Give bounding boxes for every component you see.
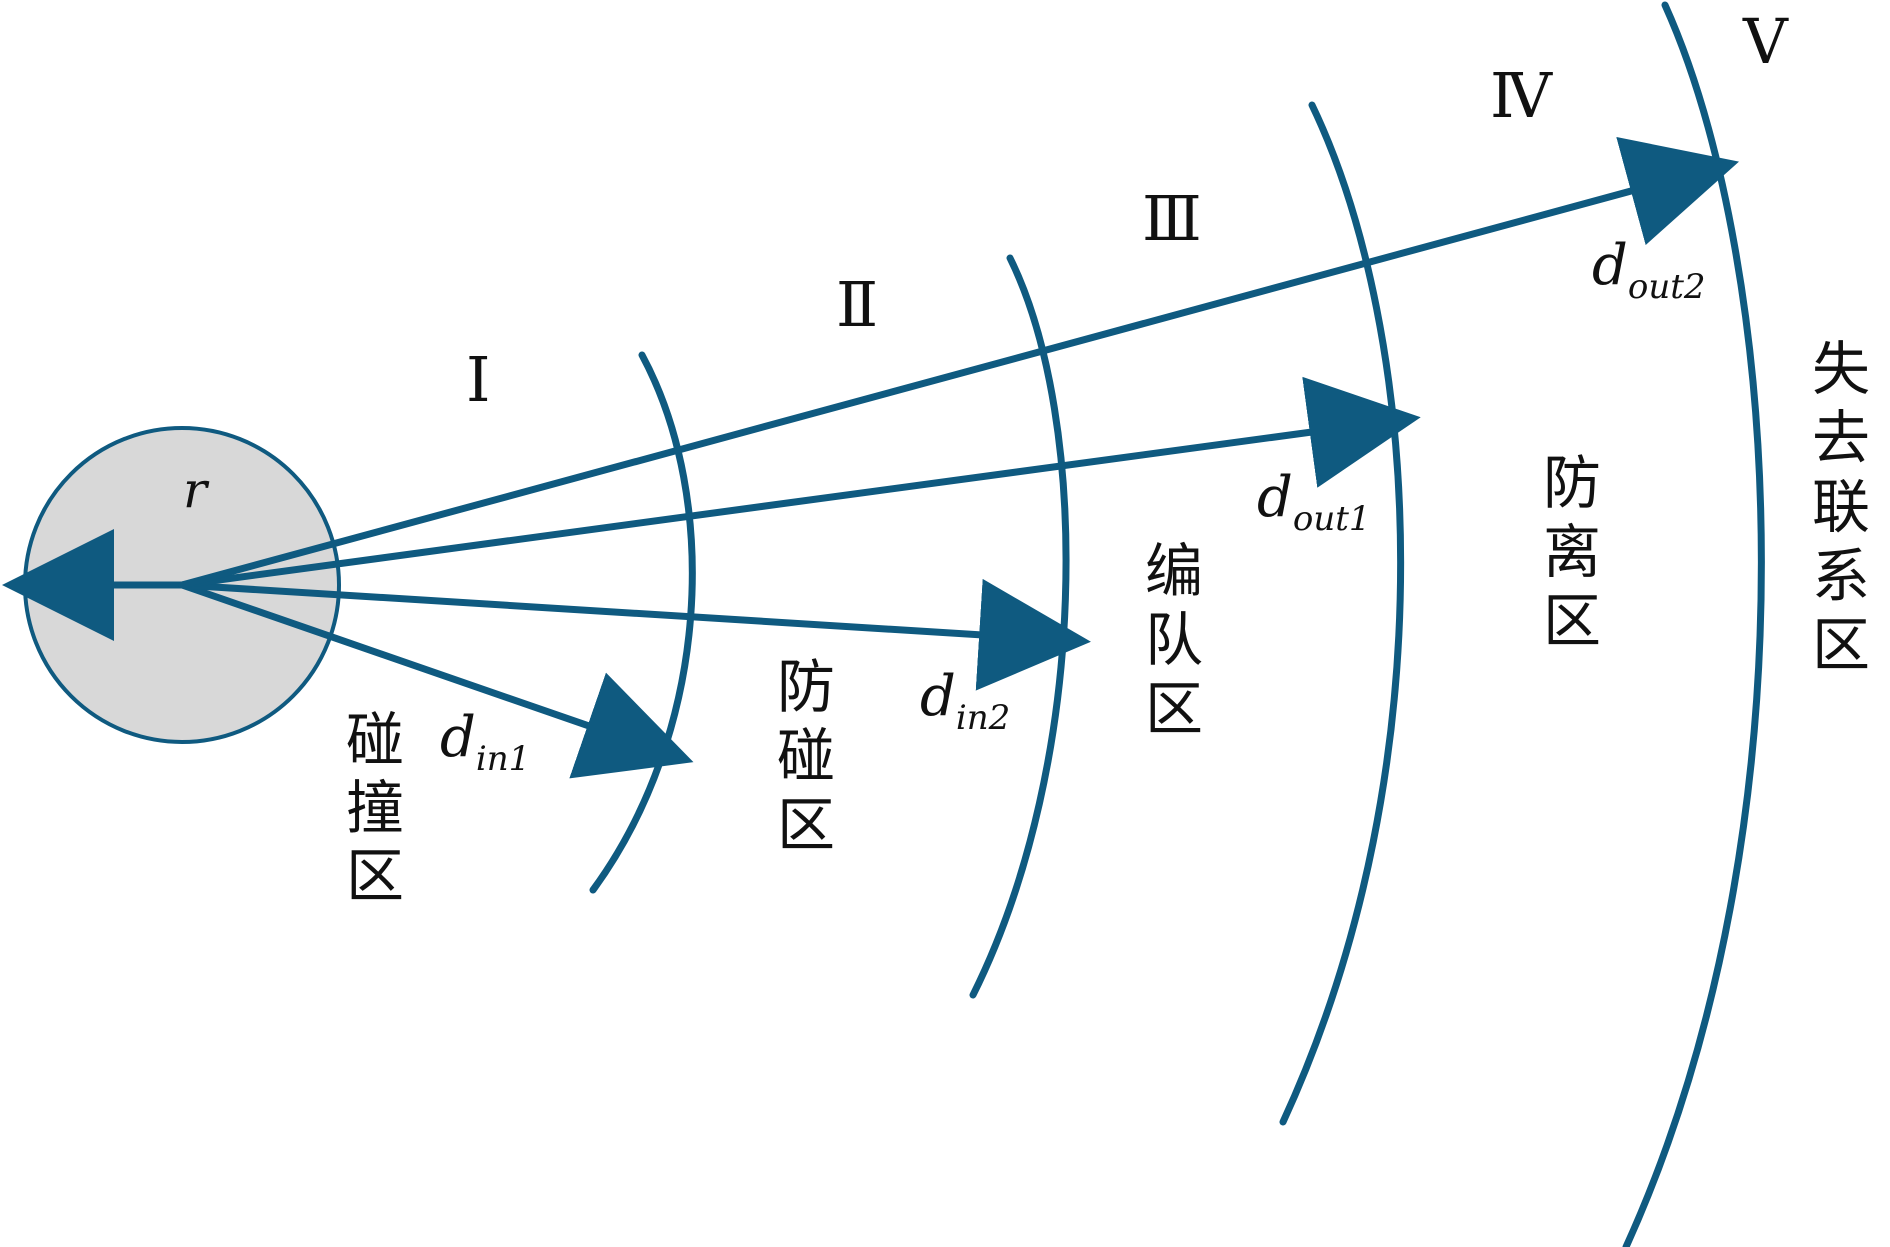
arrow-d-in2 xyxy=(178,578,1091,691)
zone-collision-char-3: 区 xyxy=(346,842,404,910)
zone-lost-connection-char-5: 区 xyxy=(1812,611,1870,679)
d-out2-label: dout2 xyxy=(1592,233,1706,307)
d-in2-sub: in2 xyxy=(956,698,1010,738)
d-in1-label: din1 xyxy=(440,705,530,779)
zone-anti-collision-char-2: 碰 xyxy=(777,722,835,790)
zone-anti-separation-char-1: 防 xyxy=(1543,449,1601,517)
zone-lost-connection-char-4: 系 xyxy=(1812,542,1870,610)
zone-lost-connection-char-1: 失 xyxy=(1812,335,1870,403)
arrow-d-in1 xyxy=(178,581,694,779)
zone-anti-separation-char-2: 离 xyxy=(1543,518,1601,586)
zone-lost-connection-char-3: 联 xyxy=(1812,473,1870,541)
d-out2-sub: out2 xyxy=(1628,267,1706,307)
roman-label-2: Ⅱ xyxy=(836,268,878,341)
roman-label-4: Ⅳ xyxy=(1490,59,1553,132)
d-in2-label: din2 xyxy=(920,664,1010,738)
zone-anti-collision-char-3: 区 xyxy=(777,791,835,859)
zone-collision-char-1: 碰 xyxy=(346,706,404,774)
d-out1-base: d xyxy=(1257,465,1293,530)
d-in1-sub: in1 xyxy=(476,739,530,779)
zone-anti-separation-char-3: 区 xyxy=(1543,587,1601,655)
roman-label-5: Ⅴ xyxy=(1742,5,1789,78)
radius-label: r xyxy=(183,461,210,519)
zone-formation-char-1: 编 xyxy=(1145,537,1203,605)
roman-label-1: Ⅰ xyxy=(466,343,491,416)
zone-formation-char-3: 区 xyxy=(1145,675,1203,743)
arrow-d-out1 xyxy=(178,376,1421,589)
zone-formation-char-2: 队 xyxy=(1145,606,1203,674)
arc-boundary-3 xyxy=(1279,101,1405,1126)
d-out1-label: dout1 xyxy=(1257,465,1371,539)
roman-label-3: Ⅲ xyxy=(1142,182,1202,255)
zone-collision-char-2: 撞 xyxy=(346,774,404,842)
d-in2-base: d xyxy=(920,664,956,729)
zone-lost-connection-char-2: 去 xyxy=(1812,404,1870,472)
zone-anti-collision-char-1: 防 xyxy=(777,653,835,721)
d-in1-base: d xyxy=(440,705,476,770)
arrow-d-out2 xyxy=(178,137,1740,589)
arc-boundary-4 xyxy=(1622,1,1765,1247)
arc-boundary-1 xyxy=(589,351,696,894)
d-out2-base: d xyxy=(1592,233,1628,298)
d-out1-sub: out1 xyxy=(1293,499,1371,539)
